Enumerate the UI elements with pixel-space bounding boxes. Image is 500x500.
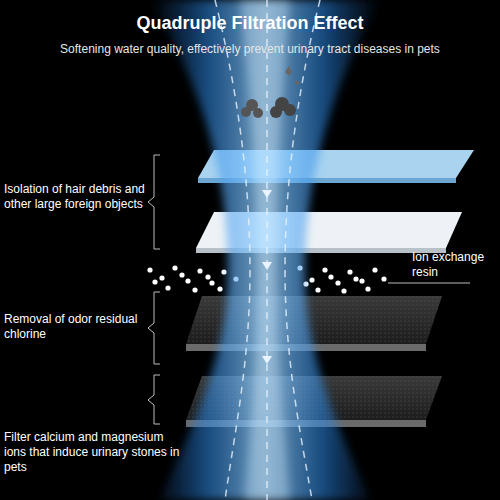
bracket [148,155,160,424]
debris [241,66,300,118]
callout-label: Isolation of hair debris and other large… [4,182,150,212]
resin-bead [359,278,364,283]
callout-label: Ion exchange resin [412,250,496,280]
resin-bead [335,280,340,285]
resin-bead [172,265,177,270]
subtitle: Softening water quality, effectively pre… [10,42,490,57]
callout-label: Filter calcium and magnesium ions that i… [4,430,184,475]
resin-bead [381,276,386,281]
resin-bead [315,287,320,292]
resin-bead [147,267,152,272]
leader-line [388,283,470,284]
water-stream [150,0,380,500]
resin-bead [165,285,170,290]
resin-bead [205,274,210,279]
resin-bead [192,287,197,292]
resin-bead [185,278,190,283]
resin-bead [309,277,314,282]
resin-bead [209,280,214,285]
water-core [240,0,290,500]
flow-lines [215,0,320,500]
resin-bead [179,272,184,277]
flow-arrows [262,190,272,364]
resin-bead [365,286,370,291]
resin-bead [328,274,333,279]
resin-bead [221,269,226,274]
resin-bead [341,288,346,293]
resin-bead [372,267,377,272]
resin-bead [197,268,202,273]
resin-bead [353,276,358,281]
resin-bead [152,279,157,284]
callout-label: Removal of odor residual chlorine [4,312,146,342]
title: Quadruple Filtration Effect [10,12,490,35]
resin-bead [159,275,164,280]
resin-bead [217,286,222,291]
resin-bead [322,267,327,272]
resin-bead [347,269,352,274]
